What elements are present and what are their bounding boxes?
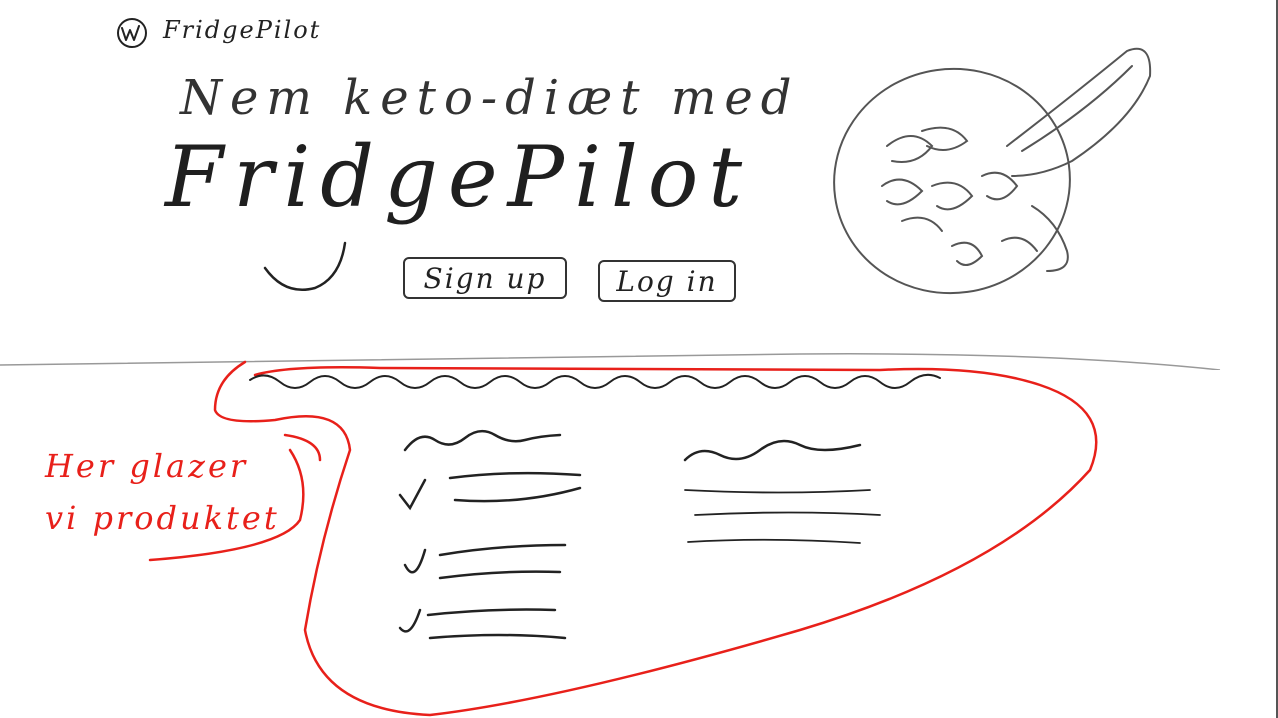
signup-button[interactable]: Sign up — [403, 257, 567, 299]
right-column-heading-placeholder — [683, 439, 862, 462]
hero-title: FridgePilot — [165, 128, 753, 226]
checklist-line-1a — [448, 471, 582, 480]
product-section-sketch — [148, 360, 1098, 717]
annotation-line-2: vi produktet — [45, 499, 280, 537]
section-heading-placeholder — [249, 373, 941, 389]
product-section-annotation: Her glazer vi produktet — [45, 440, 280, 544]
checklist-check-1 — [398, 478, 427, 511]
title-underline-swoosh — [263, 241, 347, 291]
right-column-line-1 — [684, 489, 871, 494]
frame-edge — [1276, 0, 1278, 718]
fridgepilot-logo-icon — [117, 18, 147, 48]
product-section-outline — [213, 360, 1098, 717]
checklist-check-3 — [398, 608, 422, 633]
checklist-check-2 — [403, 548, 427, 574]
checklist-line-3 — [426, 608, 567, 640]
checklist-line-2 — [438, 543, 567, 580]
right-column-line-3 — [687, 538, 861, 544]
checklist-line-1b — [453, 486, 582, 503]
brand-logo[interactable]: FridgePilot — [113, 8, 353, 56]
brand-name: FridgePilot — [163, 16, 322, 44]
left-column-heading-placeholder — [403, 429, 562, 452]
hero-subtitle: Nem keto-diæt med — [180, 70, 800, 126]
login-button[interactable]: Log in — [598, 260, 736, 302]
section-divider — [0, 353, 1221, 370]
right-column-line-2 — [694, 511, 881, 516]
keto-dish-illustration — [833, 47, 1152, 295]
annotation-bracket — [148, 433, 322, 562]
annotation-line-1: Her glazer — [45, 447, 249, 485]
